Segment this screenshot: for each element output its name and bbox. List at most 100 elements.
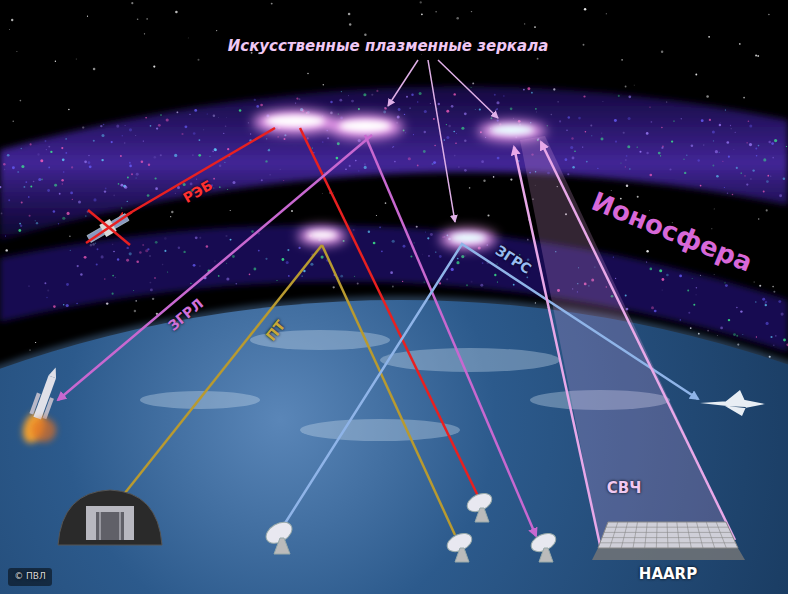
plasma-dot bbox=[394, 161, 396, 163]
plasma-dot bbox=[404, 114, 405, 115]
plasma-dot bbox=[712, 165, 714, 167]
plasma-dot bbox=[456, 133, 457, 134]
plasma-dot bbox=[398, 108, 401, 111]
plasma-dot bbox=[142, 244, 144, 246]
plasma-dot bbox=[278, 136, 279, 137]
plasma-dot bbox=[116, 125, 119, 128]
plasma-dot bbox=[567, 173, 569, 175]
plasma-dot bbox=[195, 236, 198, 239]
plasma-dot bbox=[756, 155, 758, 157]
star bbox=[11, 19, 13, 21]
plasma-dot bbox=[226, 277, 229, 280]
plasma-dot bbox=[93, 140, 95, 142]
plasma-dot bbox=[354, 276, 355, 277]
plasma-dot bbox=[728, 156, 730, 158]
plasma-dot bbox=[373, 242, 376, 245]
plasma-dot bbox=[496, 263, 498, 265]
plasma-dot bbox=[101, 255, 104, 258]
plasma-dot bbox=[190, 183, 193, 186]
plasma-dot bbox=[141, 160, 144, 163]
star bbox=[524, 23, 525, 24]
plasma-dot bbox=[461, 127, 464, 130]
plasma-dot bbox=[223, 133, 224, 134]
star bbox=[9, 28, 11, 30]
plasma-dot bbox=[312, 148, 313, 149]
plasma-dot bbox=[239, 109, 242, 112]
star bbox=[16, 51, 17, 52]
plasma-dot bbox=[660, 155, 661, 156]
star bbox=[759, 285, 761, 287]
plasma-dot bbox=[71, 166, 73, 168]
star bbox=[755, 55, 757, 57]
plasma-dot bbox=[446, 124, 447, 125]
plasma-dot bbox=[649, 174, 652, 177]
plasma-dot bbox=[688, 312, 690, 314]
plasma-dot bbox=[671, 140, 673, 142]
plasma-dot bbox=[47, 189, 50, 192]
plasma-dot bbox=[700, 185, 702, 187]
plasma-dot bbox=[772, 157, 774, 159]
plasma-dot bbox=[494, 94, 496, 96]
star bbox=[456, 17, 459, 20]
plasma-dot bbox=[453, 93, 455, 95]
plasma-dot bbox=[336, 157, 339, 160]
star bbox=[137, 18, 139, 20]
plasma-dot bbox=[601, 138, 604, 141]
plasma-dot bbox=[105, 188, 107, 190]
plasma-dot bbox=[735, 132, 736, 133]
plasma-dot bbox=[727, 192, 728, 193]
star bbox=[743, 97, 745, 99]
star bbox=[357, 283, 359, 285]
star bbox=[583, 44, 585, 46]
plasma-dot bbox=[453, 131, 455, 133]
plasma-dot bbox=[392, 240, 395, 243]
plasma-dot bbox=[752, 169, 754, 171]
plasma-dot bbox=[5, 235, 6, 236]
antenna-row bbox=[610, 522, 618, 548]
plasma-dot bbox=[269, 148, 270, 149]
plasma-dot bbox=[725, 109, 726, 110]
plasma-dot bbox=[446, 110, 449, 113]
plasma-dot bbox=[736, 307, 737, 308]
star bbox=[716, 334, 718, 336]
plasma-dot bbox=[61, 147, 63, 149]
plasma-dot bbox=[758, 145, 760, 147]
plasma-dot bbox=[111, 141, 113, 143]
star bbox=[510, 178, 512, 180]
plasma-dot bbox=[446, 136, 449, 139]
plasma-dot bbox=[384, 107, 386, 109]
plasma-dot bbox=[783, 339, 786, 342]
star bbox=[487, 214, 489, 216]
plasma-dot bbox=[661, 127, 663, 129]
plasma-dot bbox=[661, 147, 663, 149]
plasma-dot bbox=[409, 107, 411, 109]
plasma-dot bbox=[480, 284, 483, 287]
plasma-dot bbox=[21, 165, 24, 168]
plasma-dot bbox=[698, 159, 700, 161]
star bbox=[76, 58, 77, 59]
plasma-dot bbox=[659, 269, 662, 272]
plasma-dot bbox=[158, 124, 161, 127]
star bbox=[584, 8, 586, 10]
plasma-dot bbox=[654, 310, 657, 313]
plasma-dot bbox=[424, 131, 426, 133]
plasma-dot bbox=[207, 114, 208, 115]
antenna-row bbox=[645, 522, 648, 548]
plasma-dot bbox=[20, 225, 22, 227]
plasma-dot bbox=[358, 139, 361, 142]
plasma-dot bbox=[628, 117, 631, 120]
plasma-dot bbox=[646, 152, 648, 154]
plasma-dot bbox=[786, 343, 788, 346]
plasma-dot bbox=[497, 119, 499, 121]
plasma-dot bbox=[413, 134, 414, 135]
plasma-dot bbox=[733, 333, 736, 336]
star bbox=[230, 210, 231, 211]
plasma-dot bbox=[147, 194, 150, 197]
plasma-dot bbox=[41, 178, 43, 180]
plasma-dot bbox=[184, 125, 187, 128]
plasma-dot bbox=[283, 180, 284, 181]
plasma-dot bbox=[748, 120, 750, 122]
plasma-dot bbox=[261, 179, 263, 181]
plasma-dot bbox=[490, 117, 492, 119]
plasma-dot bbox=[194, 109, 197, 112]
